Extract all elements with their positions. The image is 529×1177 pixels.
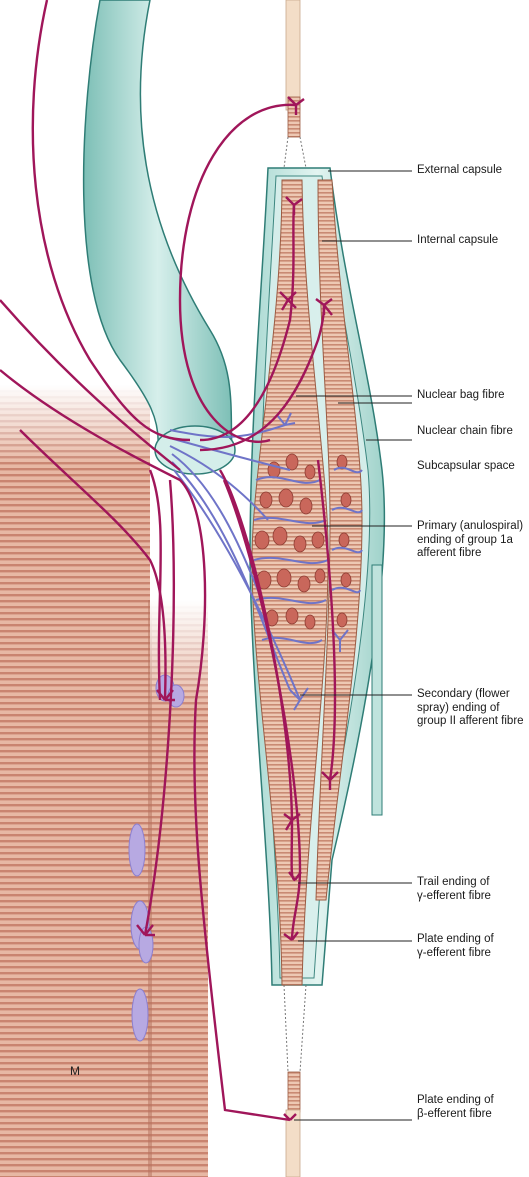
label-plate-ending-gamma: Plate ending of γ-efferent fibre	[417, 933, 494, 960]
label-external-capsule: External capsule	[417, 164, 503, 176]
label-trail-ending-line2: γ-efferent fibre	[417, 889, 491, 902]
label-plate-ending-gamma-line1: Plate ending of	[417, 933, 494, 945]
label-trail-ending: Trail ending of γ-efferent fibre	[417, 876, 491, 903]
label-secondary-ending-line3: group II afferent fibre	[417, 715, 524, 727]
label-subcapsular-space: Subcapsular space	[417, 460, 515, 472]
label-plate-ending-beta-line1: Plate ending of	[417, 1094, 494, 1106]
leader-lines	[294, 170, 412, 1121]
label-plate-ending-beta: Plate ending of β-efferent fibre	[417, 1094, 494, 1121]
label-plate-ending-gamma-line2: γ-efferent fibre	[417, 946, 491, 959]
efferent-fibres	[0, 0, 339, 1122]
label-secondary-ending-line2: spray) ending of	[417, 701, 500, 714]
label-secondary-ending-line1: Secondary (flower	[417, 688, 510, 700]
label-primary-ending-line3: afferent fibre	[417, 547, 482, 559]
afferent-fibres	[169, 412, 363, 711]
label-trail-ending-line1: Trail ending of	[417, 876, 490, 888]
label-primary-ending-line2: ending of group 1a	[417, 533, 513, 546]
extrafusal-muscle	[0, 385, 208, 1177]
label-plate-ending-beta-line2: β-efferent fibre	[417, 1107, 492, 1120]
label-muscle: M	[70, 1064, 80, 1078]
label-nuclear-chain-fibre: Nuclear chain fibre	[417, 425, 513, 437]
label-nuclear-bag-fibre: Nuclear bag fibre	[417, 389, 505, 401]
label-primary-ending: Primary (anulospiral) ending of group 1a…	[417, 520, 523, 561]
label-primary-ending-line1: Primary (anulospiral)	[417, 520, 524, 532]
label-internal-capsule: Internal capsule	[417, 234, 499, 246]
label-secondary-ending: Secondary (flower spray) ending of group…	[417, 688, 524, 729]
